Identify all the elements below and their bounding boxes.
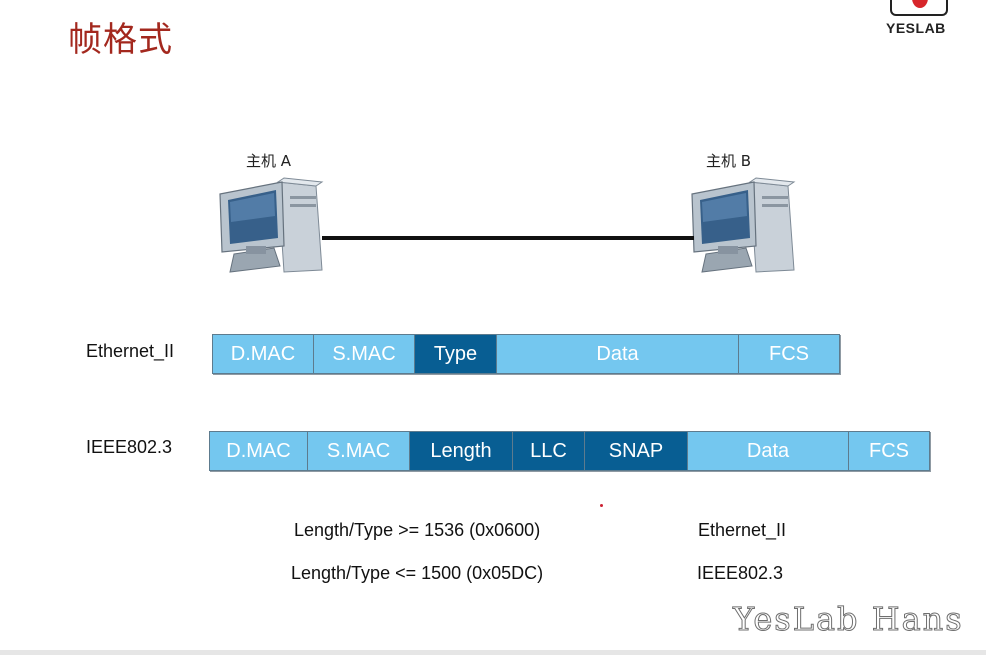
rule-result: IEEE802.3 — [697, 563, 784, 583]
ieee8023-label: IEEE802.3 — [86, 437, 173, 457]
field-label: FCS — [869, 439, 909, 462]
field-label: SNAP — [608, 439, 664, 462]
field-label: S.MAC — [326, 439, 391, 462]
ieee-field-snap: SNAP — [585, 431, 688, 471]
ieee-field-fcs: FCS — [849, 431, 930, 471]
ieee8023-frame: D.MAC S.MAC Length LLC SNAP Data FCS — [209, 431, 930, 471]
ethernet-ii-label: Ethernet_II — [86, 341, 175, 361]
eth-field-data: Data — [497, 334, 739, 374]
eth-field-dmac: D.MAC — [212, 334, 314, 374]
network-cable — [322, 236, 694, 240]
host-b-label: 主机 B — [706, 152, 752, 170]
ieee-field-llc: LLC — [513, 431, 585, 471]
field-label: Data — [746, 439, 790, 462]
ieee-field-data: Data — [688, 431, 849, 471]
eth-field-fcs: FCS — [739, 334, 840, 374]
rule-condition: Length/Type >= 1536 (0x0600) — [294, 520, 541, 540]
computer-b-icon — [691, 177, 796, 273]
page-title: 帧格式 — [68, 20, 173, 60]
pointer-dot — [600, 504, 603, 507]
logo-frame-icon — [890, 0, 948, 16]
field-label: FCS — [769, 342, 809, 365]
field-label: Type — [433, 342, 478, 365]
field-label: D.MAC — [226, 439, 291, 462]
ieee-field-length: Length — [410, 431, 513, 471]
watermark-text: YesLab Hans — [733, 600, 964, 639]
yeslab-logo: YESLAB — [880, 0, 960, 40]
rule-result: Ethernet_II — [698, 520, 787, 540]
field-label: S.MAC — [332, 342, 396, 365]
eth-field-type: Type — [415, 334, 497, 374]
ieee-field-dmac: D.MAC — [209, 431, 308, 471]
field-label: D.MAC — [230, 342, 296, 365]
ieee-field-smac: S.MAC — [308, 431, 410, 471]
computer-a-icon — [219, 177, 324, 273]
field-label: Data — [596, 342, 639, 365]
bottom-bar — [0, 650, 986, 655]
ethernet-ii-frame: D.MAC S.MAC Type Data FCS — [212, 334, 840, 374]
field-label: Length — [430, 439, 492, 462]
rule-condition: Length/Type <= 1500 (0x05DC) — [291, 563, 544, 583]
field-label: LLC — [530, 439, 567, 462]
host-a-label: 主机 A — [246, 152, 292, 170]
logo-text: YESLAB — [886, 20, 946, 36]
logo-red-dot-icon — [912, 0, 928, 8]
eth-field-smac: S.MAC — [314, 334, 415, 374]
